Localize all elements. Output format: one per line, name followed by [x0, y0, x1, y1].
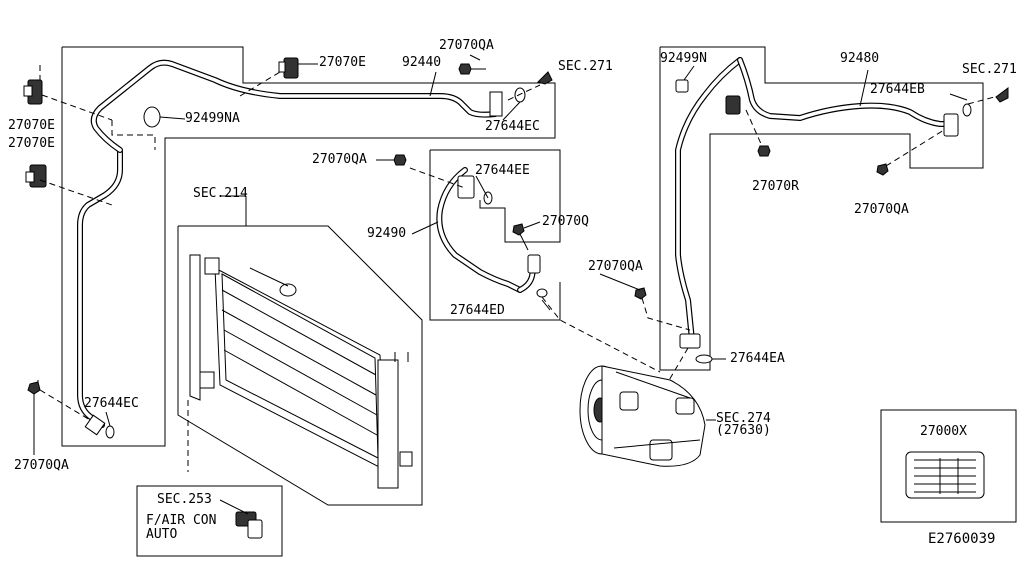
part-label-27000X: 27000X [920, 424, 967, 439]
part-label-27070QA-top: 27070QA [439, 38, 494, 53]
part-label-27644EA: 27644EA [730, 351, 785, 366]
bolt-icon [876, 163, 889, 176]
pipe-92490 [436, 167, 537, 293]
arrow-icon [537, 71, 553, 85]
arrow-icon [995, 87, 1009, 103]
part-label-27630: (27630) [716, 423, 771, 438]
clip-icon [25, 164, 47, 188]
part-label-27070QA-mid: 27070QA [312, 152, 367, 167]
pipe-fitting-bottom [84, 414, 106, 436]
pipe-fitting-top [489, 91, 503, 117]
o-ring-icon [514, 87, 526, 103]
section-ref-sec253: SEC.253 [157, 492, 212, 507]
clip-icon [278, 57, 299, 79]
pipe-92480 [675, 57, 955, 343]
part-label-27070QA-right: 27070QA [854, 202, 909, 217]
part-label-27070QA-comp: 27070QA [588, 259, 643, 274]
part-label-27070R: 27070R [752, 179, 799, 194]
bolt-icon [458, 54, 486, 75]
pipe-92440 [77, 59, 498, 428]
part-label-27644EC-bottom: 27644EC [84, 396, 139, 411]
o-ring-icon [695, 354, 713, 364]
part-label-27644ED: 27644ED [450, 303, 505, 318]
section-ref-sec271-right: SEC.271 [962, 62, 1017, 77]
part-label-27644EB: 27644EB [870, 82, 925, 97]
part-label-27644EC-top: 27644EC [485, 119, 540, 134]
part-label-27070Q: 27070Q [542, 214, 589, 229]
section-ref-sec214: SEC.214 [193, 186, 248, 201]
note-fair-con: F/AIR CON [146, 513, 217, 528]
compressor-icon [579, 365, 706, 467]
pipe-fitting-right-bottom [679, 333, 701, 349]
clip-icon [725, 95, 741, 115]
bolt-icon [757, 145, 771, 157]
grommet-92499N [675, 65, 695, 93]
part-label-27070E-left2: 27070E [8, 136, 55, 151]
sec253-box [136, 485, 283, 557]
part-label-27644EE: 27644EE [475, 163, 530, 178]
o-ring-icon [105, 425, 115, 439]
sensor-icon [219, 499, 263, 539]
grommet-92499NA [143, 106, 186, 128]
bolt-icon [376, 154, 407, 166]
section-ref-sec274: SEC.274 [716, 411, 771, 426]
bolt-icon [512, 223, 529, 251]
label-plate-icon [905, 451, 985, 499]
diagram-id: E2760039 [928, 531, 996, 547]
right-hose-frame [659, 46, 984, 371]
bolt-icon [634, 287, 647, 300]
part-label-27070E-left1: 27070E [8, 118, 55, 133]
part-label-27070E-top: 27070E [319, 55, 366, 70]
part-label-92490: 92490 [367, 226, 407, 241]
clip-icon [23, 79, 43, 105]
part-label-92480: 92480 [840, 51, 880, 66]
pipe-fitting-mid-top [457, 175, 493, 205]
part-label-92499NA: 92499NA [185, 111, 240, 126]
pipe-fitting-right [943, 103, 972, 137]
condenser-frame [177, 225, 423, 506]
part-label-27070QA-bottom: 27070QA [14, 458, 69, 473]
condenser-icon [189, 254, 413, 489]
section-ref-sec271-left: SEC.271 [558, 59, 613, 74]
middle-hose-frame [429, 149, 561, 321]
part-label-92499N: 92499N [660, 51, 707, 66]
label-box [880, 409, 1017, 523]
note-auto: AUTO [146, 527, 178, 542]
left-hose-group-frame [61, 46, 556, 447]
bolt-icon [27, 381, 41, 455]
part-label-92440: 92440 [402, 55, 442, 70]
